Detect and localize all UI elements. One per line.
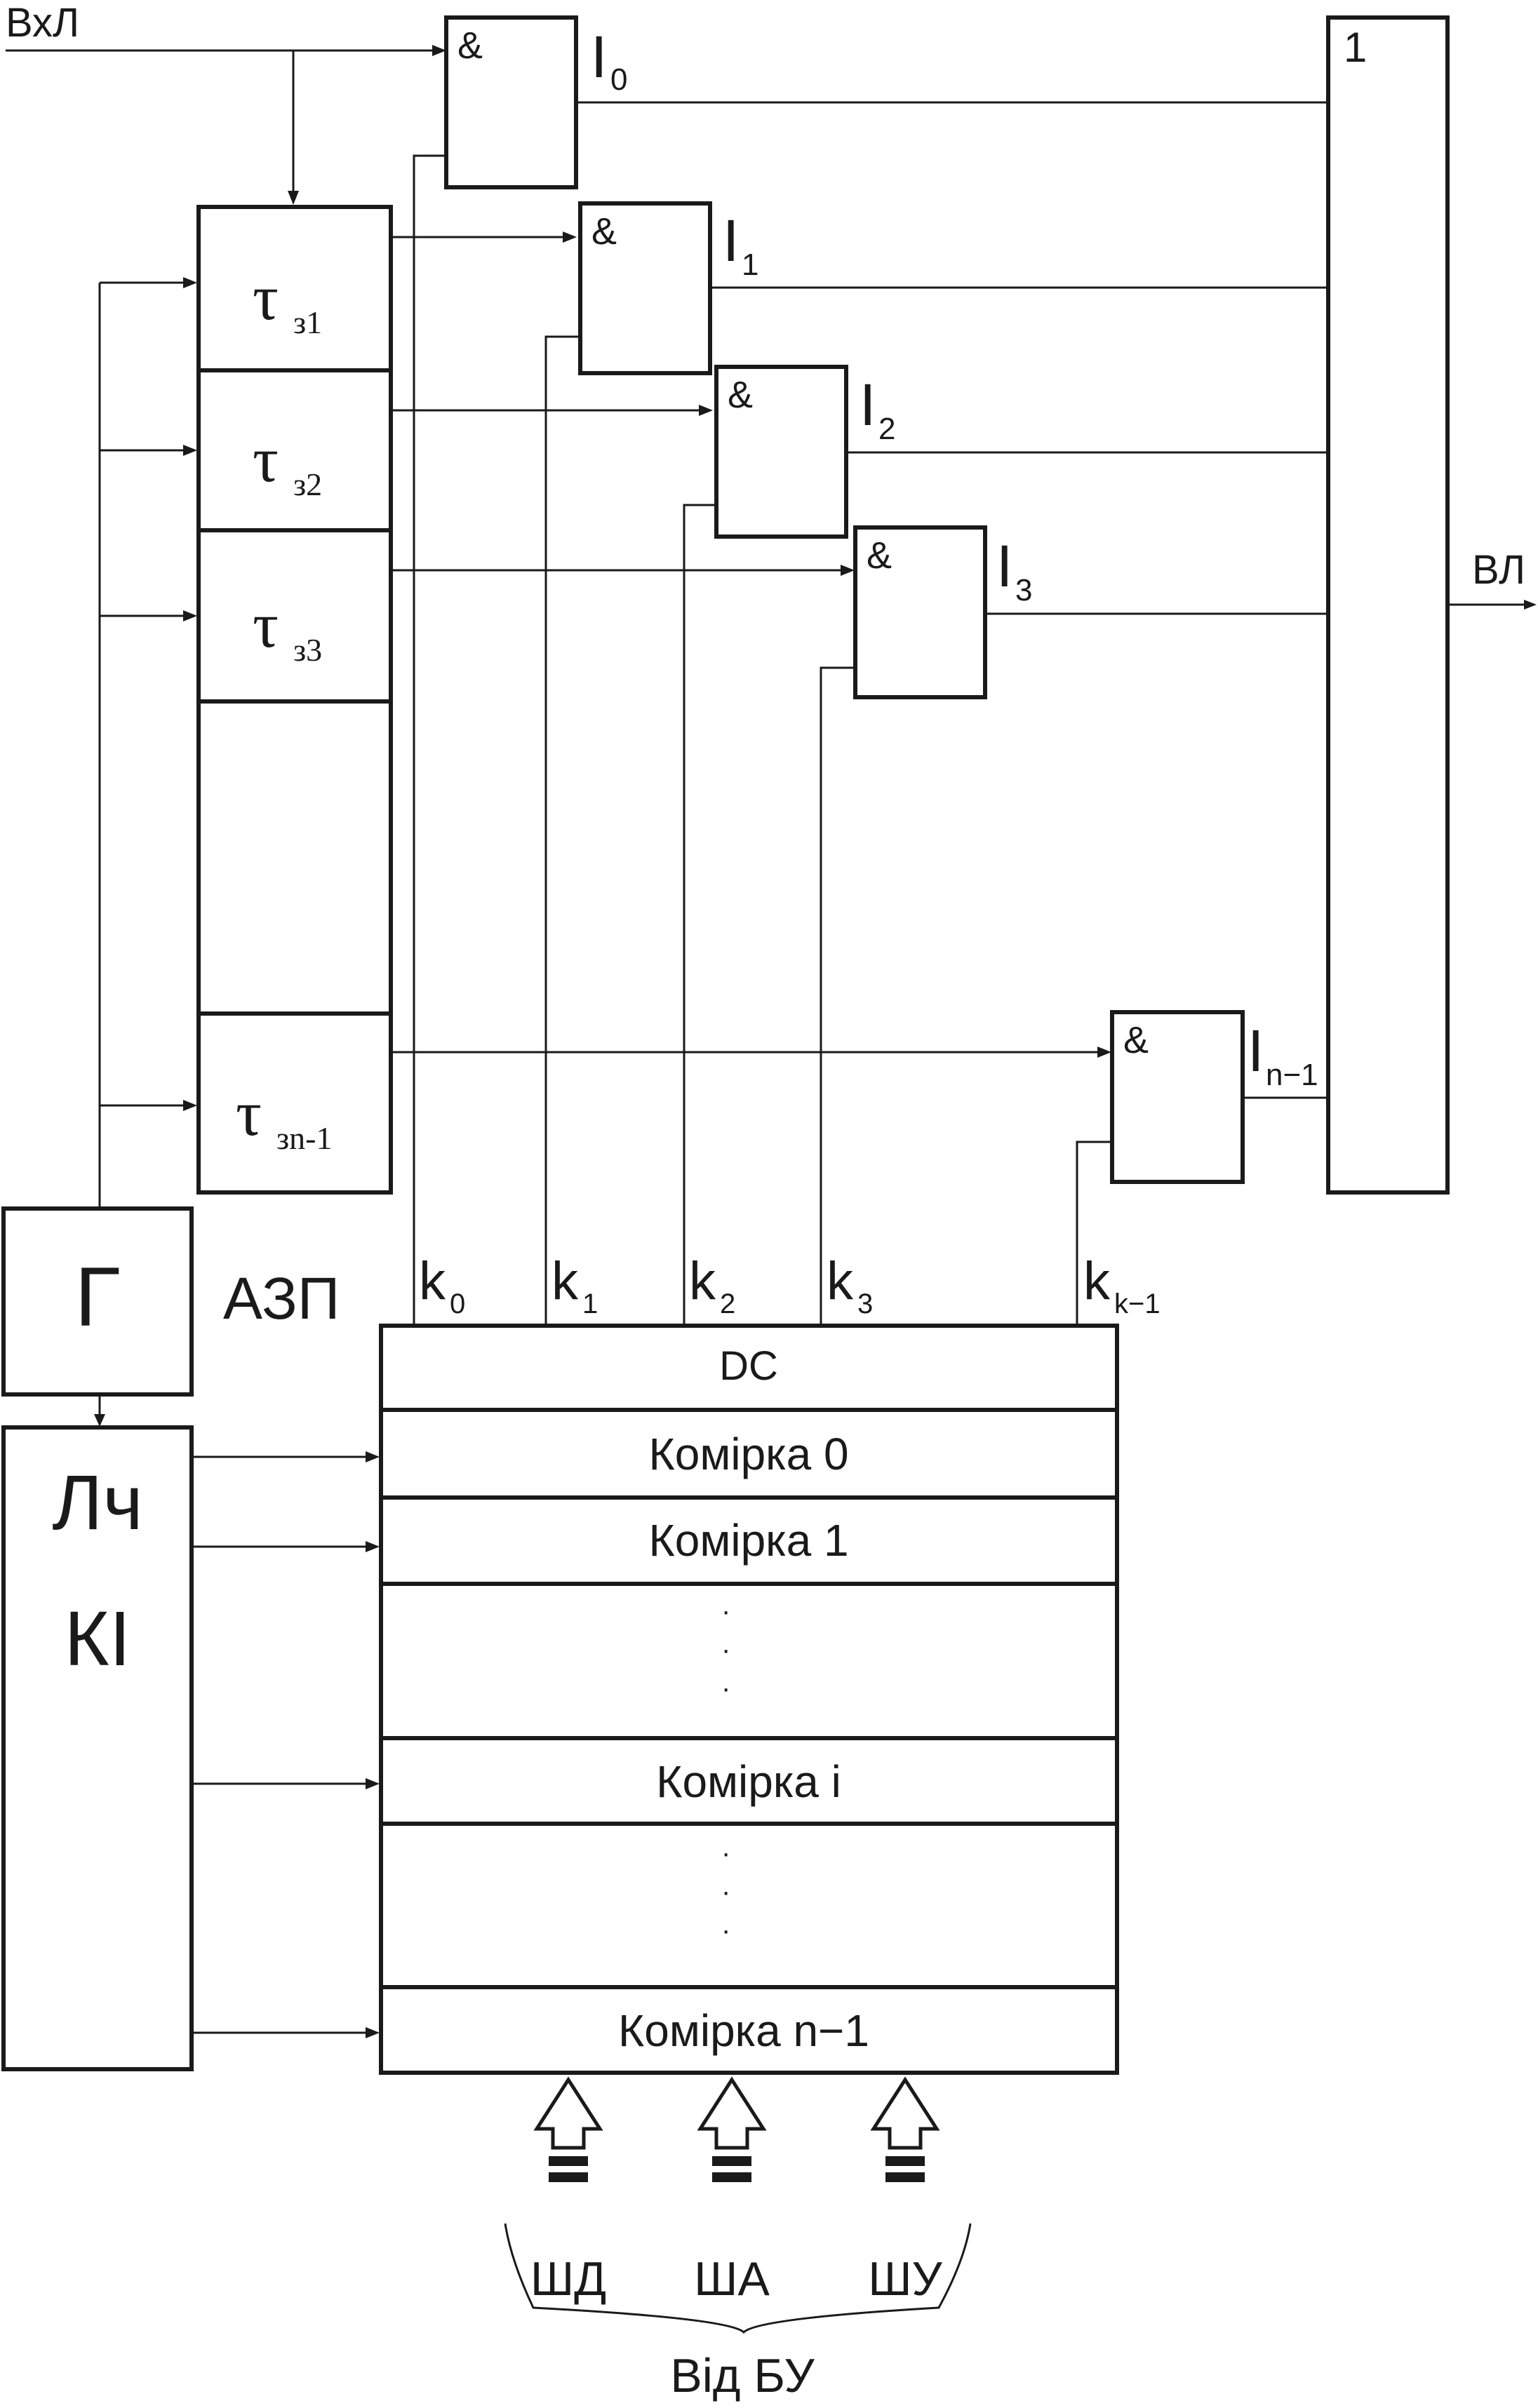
arrow-tap-1 [563,231,577,243]
arrow-gen-d3 [183,610,197,621]
k-label: k [827,1251,854,1311]
wire-k2 [683,504,716,1326]
bus-label-control: ШУ [868,2252,942,2306]
gate-output-sub: 1 [742,248,758,282]
dots: · [721,1915,730,1946]
arrow-gen-d1 [183,277,197,288]
dots: · [721,1838,730,1869]
output-label-vl: ВЛ [1472,547,1525,593]
gate-output-sub: 0 [610,62,627,97]
k-sub: 2 [720,1289,735,1319]
bus-label-data: ШД [530,2252,606,2306]
wire-k3 [820,666,855,1326]
gate-output-label: I [723,208,739,274]
memory-cell-0: Комірка 0 [648,1429,848,1479]
and-gate-n1: & I n−1 [1110,1010,1318,1184]
gate-output-label: I [860,372,876,438]
k-label: k [689,1251,716,1311]
or-gate: 1 [1326,15,1450,1195]
arrow-vl [1524,600,1537,610]
and-symbol: & [591,210,617,253]
generator-label: Г [75,1250,121,1344]
arrow-vkhl-gate0 [432,45,446,56]
memory-cell-i: Комірка i [656,1756,841,1807]
k-labels: k 0 k 1 k 2 k 3 k k−1 [419,1251,1161,1319]
delay-sub: з3 [293,632,322,668]
arrow-gen-counter [94,1414,105,1427]
delay-tau: τ [253,589,279,661]
and-symbol: & [728,374,753,416]
memory-cell-n1: Комірка n−1 [618,2005,869,2056]
memory-cell-1: Комірка 1 [648,1515,848,1566]
delay-line: τ з1 τ з2 τ з3 τ зn-1 [196,205,393,1195]
counter-label-2: КІ [65,1596,131,1682]
arrow-tap-2 [699,405,713,416]
k-label: k [419,1251,446,1311]
bus-arrows: ШД ША ШУ Від БУ [504,2076,972,2402]
azp-label: АЗП [223,1265,340,1331]
bus-arrow-address [697,2076,767,2182]
and-gate-1: & I 1 [578,201,758,375]
counter-label-1: Лч [52,1460,143,1546]
arrow-cnt-ci [366,1778,380,1789]
k-sub: 0 [450,1289,465,1319]
delay-sub: зn-1 [276,1120,333,1156]
arrow-tap-3 [841,565,855,576]
memory-block: DC Комірка 0 Комірка 1 · · · Комірка i ·… [379,1324,1119,2075]
delay-sub: з1 [293,304,322,340]
delay-tau: τ [236,1077,262,1149]
brace-from-bu [504,2223,972,2334]
dots: · [721,1876,730,1907]
dots: · [721,1634,730,1665]
gate-output-label: I [1248,1018,1264,1084]
k-sub: k−1 [1114,1289,1161,1319]
and-symbol: & [457,25,483,67]
arrow-cnt-cn [366,2027,380,2038]
wire-kk1 [1076,1141,1112,1326]
arrow-gen-d2 [183,445,197,456]
or-symbol: 1 [1344,24,1367,71]
and-symbol: & [867,534,892,577]
gate-output-label: I [996,533,1012,599]
gate-output-sub: 3 [1015,573,1032,607]
delay-sub: з2 [293,466,322,502]
and-symbol: & [1123,1019,1149,1061]
and-gate-2: & I 2 [714,365,895,539]
arrow-cnt-c1 [366,1541,380,1552]
and-gate-3: & I 3 [853,525,1032,699]
arrow-gen-dn [183,1100,197,1111]
arrow-cnt-c0 [366,1451,380,1462]
arrow-vkhl-delay [288,191,299,205]
k-label: k [1083,1251,1111,1311]
wire-k0 [413,154,446,1326]
k-sub: 1 [582,1289,598,1319]
wire-k1 [544,335,580,1326]
k-label: k [551,1251,579,1311]
from-bu-label: Від БУ [670,2349,815,2402]
dots: · [721,1673,730,1704]
k-sub: 3 [857,1289,873,1319]
bus-arrow-control [870,2076,940,2182]
wires [6,45,1537,2038]
arrow-tap-n1 [1097,1047,1111,1058]
bus-arrow-data [533,2076,603,2182]
gate-output-label: I [591,24,607,90]
gate-output-sub: n−1 [1266,1058,1318,1092]
dots: · [721,1596,730,1627]
delay-tau: τ [253,424,279,495]
decoder-label: DC [719,1343,778,1389]
input-label-vkhl: ВхЛ [6,0,79,46]
bus-label-address: ША [694,2252,770,2306]
and-gate-0: & I 0 [444,15,627,189]
gate-output-sub: 2 [878,412,895,446]
generator-block: Г [1,1206,194,1397]
delay-tau: τ [253,262,279,333]
counter-block: Лч КІ [1,1425,194,2071]
